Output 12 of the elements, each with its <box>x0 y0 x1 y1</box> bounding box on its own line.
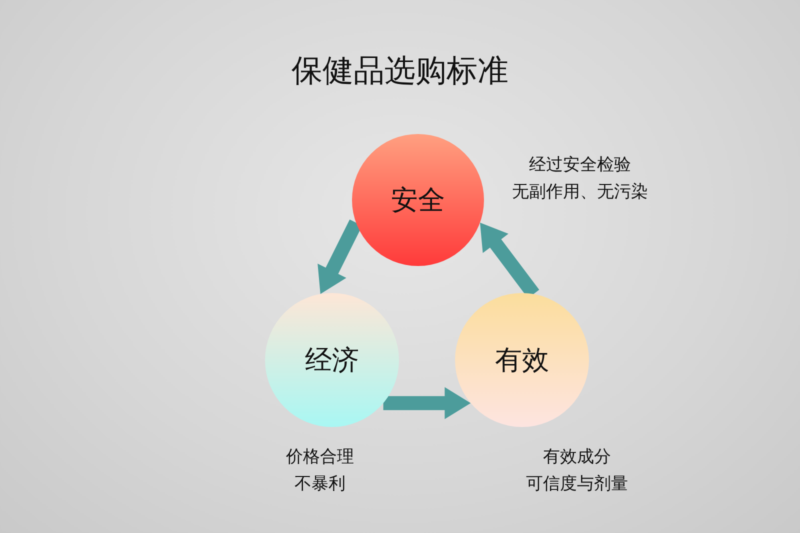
arrow <box>318 220 362 294</box>
node-label: 有效 <box>495 344 549 378</box>
node-label: 经济 <box>305 344 359 378</box>
caption-text: 不暴利 <box>294 473 346 496</box>
caption-text: 可信度与剂量 <box>525 473 629 496</box>
caption-text: 有效成分 <box>542 446 612 469</box>
title: 保健品选购标准 <box>290 52 510 91</box>
arrow <box>383 387 471 420</box>
caption-text: 无副作用、无污染 <box>511 181 649 204</box>
caption-text: 经过安全检验 <box>528 154 632 177</box>
node-label: 安全 <box>391 184 445 218</box>
caption-text: 价格合理 <box>285 446 355 469</box>
